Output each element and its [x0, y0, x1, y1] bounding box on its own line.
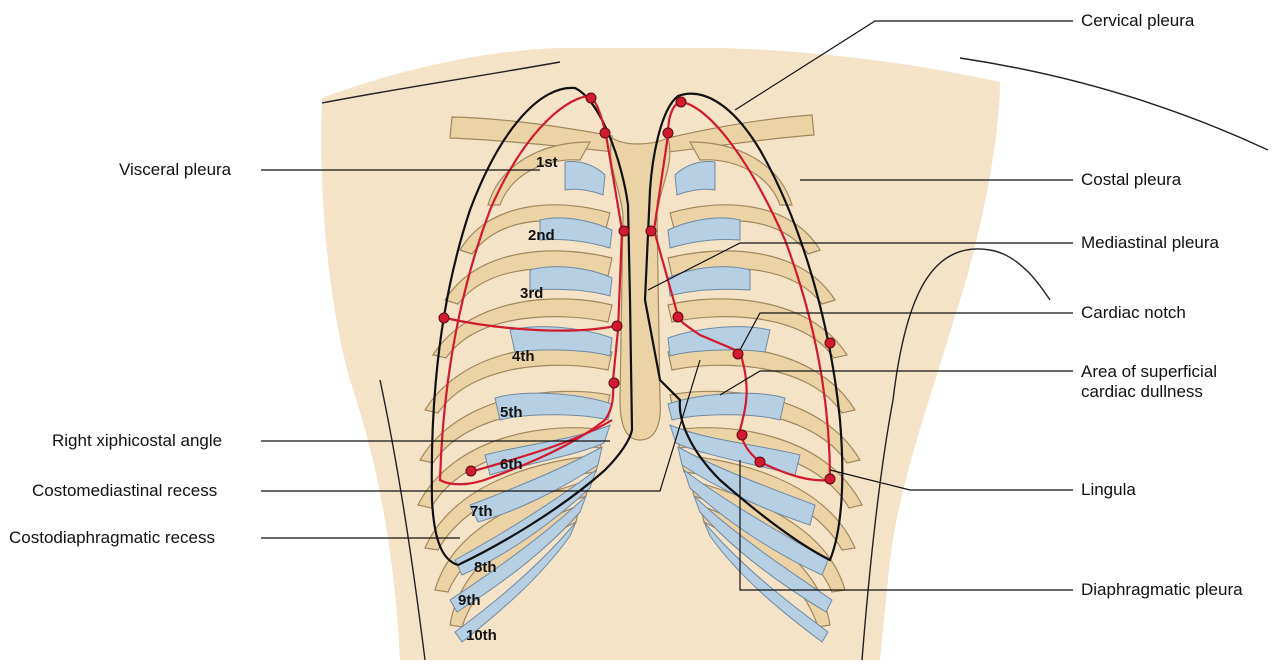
torso-skin	[321, 48, 1000, 660]
rib-label-3: 3rd	[520, 285, 543, 302]
label-mediastinal-pleura: Mediastinal pleura	[1081, 233, 1219, 253]
label-diaphragmatic-pleura: Diaphragmatic pleura	[1081, 580, 1243, 600]
rib-label-7: 7th	[470, 503, 493, 520]
label-costal-pleura: Costal pleura	[1081, 170, 1181, 190]
rib-label-6: 6th	[500, 456, 523, 473]
label-costomediastinal-recess: Costomediastinal recess	[32, 481, 217, 501]
rib-label-2: 2nd	[528, 227, 555, 244]
label-area-dullness-line2: cardiac dullness	[1081, 382, 1217, 402]
rib-label-10: 10th	[466, 627, 497, 644]
label-costodiaphragmatic-recess: Costodiaphragmatic recess	[9, 528, 215, 548]
label-area-superficial-cardiac-dullness: Area of superficial cardiac dullness	[1081, 362, 1217, 402]
label-right-xiphicostal-angle: Right xiphicostal angle	[52, 431, 222, 451]
label-cervical-pleura: Cervical pleura	[1081, 11, 1194, 31]
rib-label-5: 5th	[500, 404, 523, 421]
rib-label-1: 1st	[536, 154, 558, 171]
label-visceral-pleura: Visceral pleura	[119, 160, 231, 180]
label-lingula: Lingula	[1081, 480, 1136, 500]
rib-label-9: 9th	[458, 592, 481, 609]
label-area-dullness-line1: Area of superficial	[1081, 362, 1217, 382]
label-cardiac-notch: Cardiac notch	[1081, 303, 1186, 323]
rib-label-4: 4th	[512, 348, 535, 365]
rib-label-8: 8th	[474, 559, 497, 576]
